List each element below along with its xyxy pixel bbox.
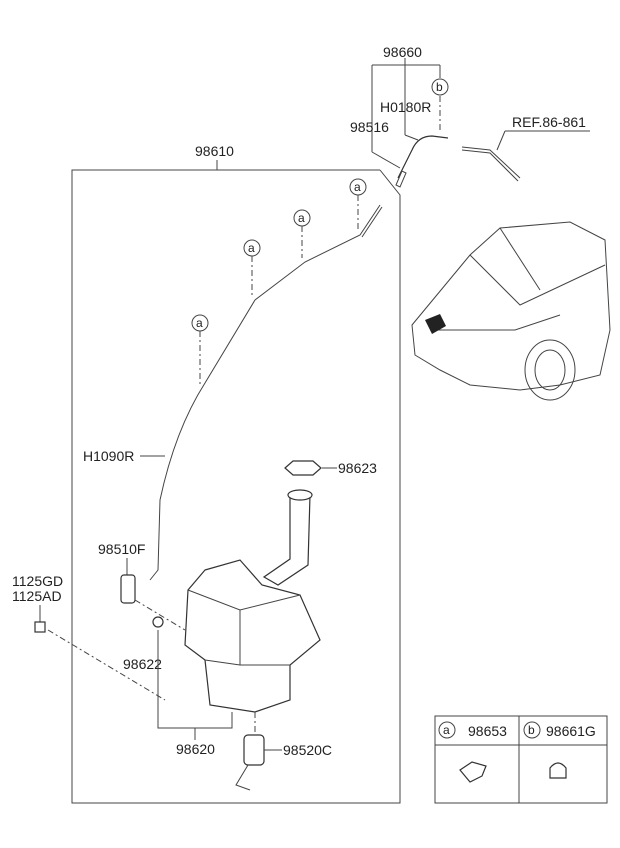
filler-neck [262,494,311,586]
label-98620: 98620 [176,741,215,757]
label-98623: 98623 [338,460,377,476]
svg-text:b: b [436,80,443,94]
svg-text:a: a [354,180,361,194]
label-h0180r: H0180R [380,99,431,115]
circle-a-callout: a a a a [191,178,367,385]
leader-98660 [371,58,441,169]
label-1125gd: 1125GD [12,573,63,589]
label-h1090r: H1090R [83,448,134,464]
circle-b-callout: b [431,78,449,96]
rear-pump-98520c [243,734,265,766]
svg-text:a: a [248,241,255,255]
front-pump-98510f [120,574,136,604]
legend-b-marker: b [528,723,535,737]
label-1125ad: 1125AD [12,588,62,604]
ref-hose [461,146,521,182]
clip-98653-icon [459,761,487,783]
label-98516: 98516 [350,119,389,135]
rear-hose-h0180r [397,135,449,179]
label-98622: 98622 [123,656,162,672]
vehicle-illustration [411,221,611,401]
label-98520c: 98520C [283,742,332,758]
cap-98623 [284,460,322,476]
label-ref-86-861: REF.86-861 [512,114,586,130]
legend-b-part: 98661G [546,723,596,739]
svg-text:a: a [298,211,305,225]
assembly-frame [71,160,401,804]
label-98510f: 98510F [98,541,145,557]
svg-text:a: a [196,316,203,330]
grommet-98622 [152,616,164,628]
bolt-1125 [34,621,46,633]
clip-98661g-icon [549,762,567,779]
reservoir-tank-98620 [184,559,321,713]
nozzle-98516 [395,170,407,188]
label-98610: 98610 [195,143,234,159]
legend-a-marker: a [443,723,450,737]
legend-table: a 98653 b 98661G [434,715,608,804]
hose-h1090r [149,204,381,581]
label-98660: 98660 [383,44,422,60]
legend-a-part: 98653 [468,723,507,739]
